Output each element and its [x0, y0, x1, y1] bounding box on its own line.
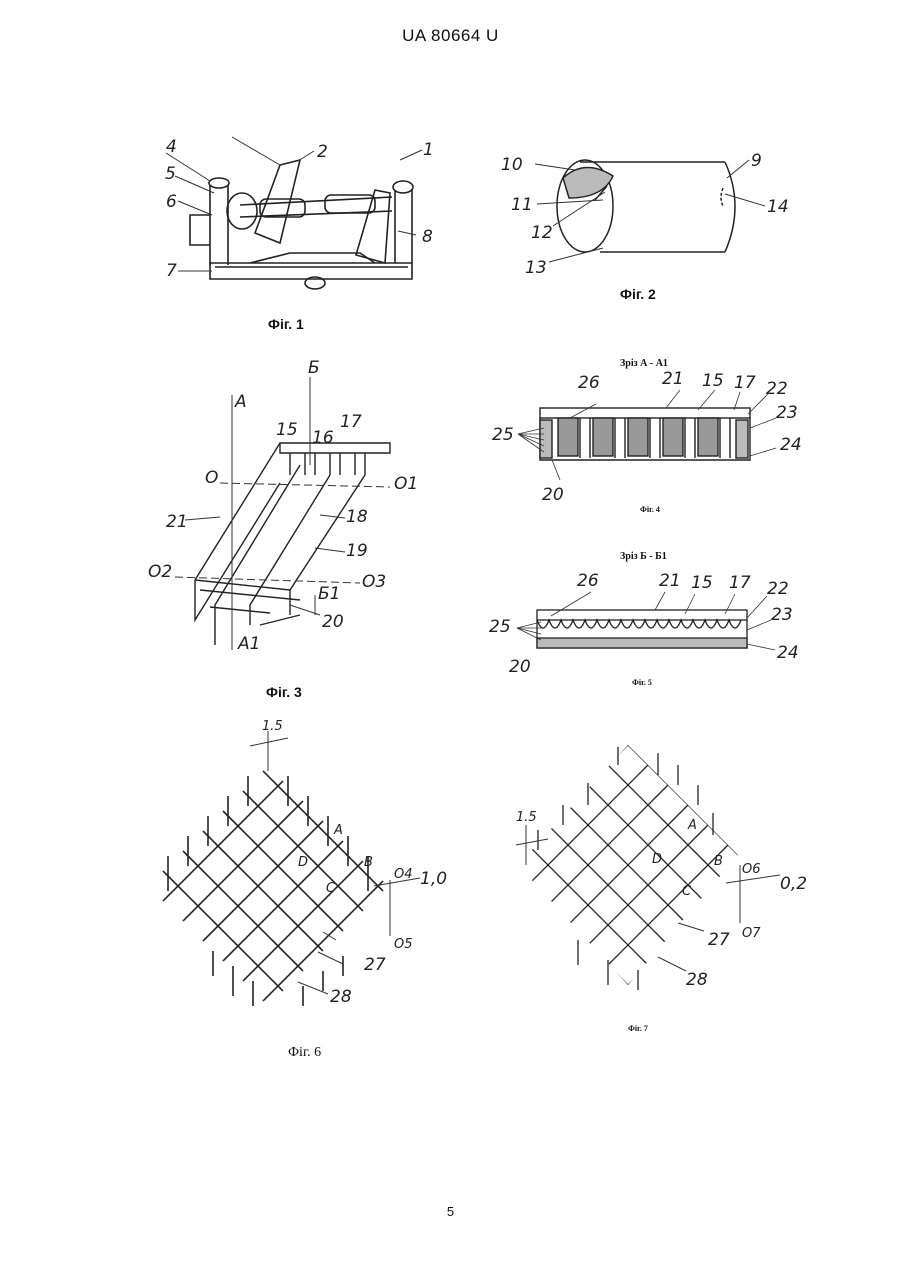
- figure-7-caption: Фіг. 7: [628, 1024, 648, 1033]
- fig6-label-A: A: [333, 823, 343, 838]
- fig3-label-O1: О1: [394, 474, 418, 494]
- fig2-label-10: 10: [501, 155, 523, 175]
- figure-1-caption: Фіг. 1: [268, 316, 304, 332]
- fig4-label-25: 25: [492, 425, 514, 445]
- fig7-label-C: C: [682, 884, 692, 899]
- fig6-label-27: 27: [364, 955, 386, 975]
- fig7-label-D: D: [652, 852, 662, 867]
- fig3-label-B1: Б1: [318, 584, 340, 604]
- figure-3-drawing: А Б 15 16 17 О О1 21 18 19 О2 О3 Б1 20 А…: [140, 355, 430, 665]
- fig4-label-17: 17: [734, 373, 756, 393]
- fig5-label-25: 25: [489, 617, 511, 637]
- fig5-label-22: 22: [767, 579, 789, 599]
- fig3-label-16: 16: [312, 428, 334, 448]
- fig7-label-28: 28: [686, 970, 708, 990]
- fig3-label-O: О: [205, 468, 218, 488]
- fig5-label-26: 26: [577, 571, 599, 591]
- fig5-label-15: 15: [691, 573, 713, 593]
- fig5-section-title: Зріз Б - Б1: [620, 551, 667, 562]
- fig1-label-1: 1: [423, 140, 434, 160]
- fig1-label-8: 8: [422, 227, 433, 247]
- fig3-label-O3: О3: [362, 572, 386, 592]
- fig4-label-21: 21: [662, 369, 684, 389]
- figure-1-drawing: 4 5 6 7 3 2 1 8: [160, 135, 440, 295]
- fig3-label-B: Б: [308, 358, 320, 378]
- fig6-label-O5: О5: [394, 937, 413, 952]
- fig5-label-24: 24: [777, 643, 799, 663]
- fig1-label-4: 4: [166, 137, 177, 157]
- fig1-label-7: 7: [166, 261, 177, 281]
- fig4-label-23: 23: [776, 403, 798, 423]
- fig1-label-3: 3: [226, 135, 237, 140]
- figure-3-caption: Фіг. 3: [266, 684, 302, 700]
- fig2-label-9: 9: [751, 151, 762, 171]
- fig4-label-22: 22: [766, 379, 788, 399]
- fig3-label-19: 19: [346, 541, 368, 561]
- fig7-label-27: 27: [708, 930, 730, 950]
- fig4-label-20: 20: [542, 485, 564, 505]
- fig6-label-1-0: 1,0: [420, 869, 447, 889]
- figure-5-drawing: 26 21 15 17 22 23 25 24 20: [485, 566, 815, 682]
- fig5-label-21: 21: [659, 571, 681, 591]
- fig4-label-15: 15: [702, 371, 724, 391]
- figure-2-caption: Фіг. 2: [620, 286, 656, 302]
- fig7-label-O7: О7: [742, 926, 761, 941]
- fig2-label-14: 14: [767, 197, 789, 217]
- fig3-label-A: А: [234, 392, 247, 412]
- figure-2-drawing: 10 11 12 13 9 14: [495, 148, 805, 278]
- fig7-label-A: A: [687, 818, 697, 833]
- figure-4-drawing: 26 21 15 17 22 23 25 24 20: [490, 368, 810, 508]
- fig3-label-O2: О2: [148, 562, 172, 582]
- fig2-label-13: 13: [525, 258, 547, 278]
- fig3-label-17: 17: [340, 412, 362, 432]
- fig6-label-C: C: [326, 881, 336, 896]
- fig2-label-12: 12: [531, 223, 553, 243]
- fig2-label-11: 11: [511, 195, 533, 215]
- fig4-label-26: 26: [578, 373, 600, 393]
- fig3-label-20: 20: [322, 612, 344, 632]
- fig3-label-15: 15: [276, 420, 298, 440]
- figure-5-caption: Фіг. 5: [632, 678, 652, 687]
- fig5-label-17: 17: [729, 573, 751, 593]
- figure-7-drawing: 1.5 A D B C О6 0,2 О7 27 28: [508, 745, 818, 1000]
- fig5-label-23: 23: [771, 605, 793, 625]
- fig1-label-2: 2: [317, 142, 328, 162]
- fig3-label-A1: А1: [237, 634, 260, 654]
- fig6-label-28: 28: [330, 987, 352, 1007]
- fig3-label-18: 18: [346, 507, 368, 527]
- figure-6-caption: Фіг. 6: [288, 1045, 321, 1061]
- figure-4-caption: Фіг. 4: [640, 505, 660, 514]
- document-number: UA 80664 U: [0, 26, 901, 46]
- fig5-label-20: 20: [509, 657, 531, 677]
- fig7-label-1-5: 1.5: [516, 810, 537, 825]
- fig6-label-1-5: 1.5: [262, 719, 283, 734]
- fig6-label-D: D: [298, 855, 308, 870]
- page-number: 5: [0, 1204, 901, 1219]
- fig1-label-5: 5: [165, 164, 176, 184]
- fig7-label-0-2: 0,2: [780, 874, 807, 894]
- fig1-label-6: 6: [166, 192, 177, 212]
- fig7-label-B: B: [714, 854, 723, 869]
- fig4-label-24: 24: [780, 435, 802, 455]
- fig6-label-O4: О4: [394, 867, 413, 882]
- fig6-label-B: B: [364, 855, 373, 870]
- figure-6-drawing: 1.5 A D B C О4 1,0 О5 27 28: [158, 716, 448, 1016]
- fig3-label-21: 21: [166, 512, 188, 532]
- fig7-label-O6: О6: [742, 862, 761, 877]
